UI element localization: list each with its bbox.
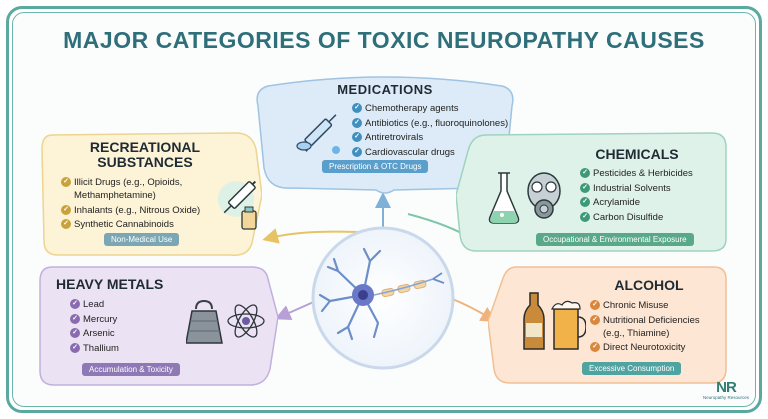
flask-gas-mask-icon [488, 172, 561, 224]
panel-chemicals: CHEMICALS ✓Pesticides & Herbicides ✓Indu… [456, 131, 728, 253]
check-icon: ✓ [590, 342, 600, 352]
alcohol-title: ALCOHOL [614, 277, 684, 293]
check-icon: ✓ [352, 132, 362, 142]
list-item: ✓Illicit Drugs (e.g., Opioids,Methamphet… [61, 176, 200, 202]
list-item: ✓Mercury [70, 313, 119, 326]
list-item: ✓Antiretrovirals [352, 131, 508, 144]
list-item: ✓Antibiotics (e.g., fluoroquinolones) [352, 117, 508, 130]
check-icon: ✓ [352, 117, 362, 128]
outer-frame [6, 6, 762, 413]
panel-recreational: RECREATIONAL SUBSTANCES ✓Illicit Drugs (… [40, 131, 262, 259]
heavy-metals-tag: Accumulation & Toxicity [82, 363, 180, 376]
check-icon: ✓ [352, 146, 362, 157]
check-icon: ✓ [70, 313, 80, 324]
recreational-list: ✓Illicit Drugs (e.g., Opioids,Methamphet… [61, 176, 200, 233]
list-item: ✓Synthetic Cannabinoids [61, 218, 200, 231]
list-item: ✓Thallium [70, 342, 119, 355]
medications-title: MEDICATIONS [337, 82, 433, 97]
panel-heavy-metals: HEAVY METALS ✓Lead ✓Mercury ✓Arsenic ✓Th… [38, 265, 278, 387]
syringe-pills-icon [296, 114, 340, 154]
check-icon: ✓ [61, 177, 71, 187]
check-icon: ✓ [580, 197, 590, 207]
check-icon: ✓ [580, 168, 590, 178]
brand-logo: NR Neuropathy Resources [694, 380, 758, 412]
check-icon: ✓ [61, 204, 71, 215]
list-item: ✓Cardiovascular drugs [352, 146, 508, 159]
recreational-title: RECREATIONAL SUBSTANCES [89, 139, 201, 170]
chemicals-title: CHEMICALS [595, 146, 679, 162]
check-icon: ✓ [580, 182, 590, 193]
check-icon: ✓ [590, 314, 600, 325]
check-icon: ✓ [61, 219, 71, 229]
list-item: ✓Acrylamide [580, 196, 693, 209]
list-item: ✓Inhalants (e.g., Nitrous Oxide) [61, 204, 200, 217]
weight-atom-icon [186, 299, 265, 344]
list-item: ✓Direct Neurotoxicity [590, 341, 715, 354]
check-icon: ✓ [580, 211, 590, 222]
neuron-icon [311, 226, 455, 370]
chemicals-list: ✓Pesticides & Herbicides ✓Industrial Sol… [580, 167, 693, 225]
brand-name: Neuropathy Resources [702, 395, 750, 400]
panel-alcohol: ALCOHOL ✓Chronic Misuse ✓Nutritional Def… [488, 265, 728, 385]
list-item: ✓Chronic Misuse [590, 299, 715, 312]
check-icon: ✓ [70, 342, 80, 353]
list-item: ✓Lead [70, 298, 119, 311]
list-item: ✓Industrial Solvents [580, 182, 693, 195]
bottle-beer-icon [523, 292, 586, 350]
page-title: MAJOR CATEGORIES OF TOXIC NEUROPATHY CAU… [63, 27, 705, 53]
check-icon: ✓ [590, 300, 600, 310]
heavy-metals-title: HEAVY METALS [56, 276, 164, 292]
brand-mark: NR [716, 379, 737, 396]
arrow-recreational [262, 228, 359, 244]
syringe-bottle-icon [218, 180, 257, 230]
medications-list: ✓Chemotherapy agents ✓Antibiotics (e.g.,… [352, 102, 508, 160]
list-item: ✓Pesticides & Herbicides [580, 167, 693, 180]
list-item: ✓Carbon Disulfide [580, 211, 693, 224]
alcohol-list: ✓Chronic Misuse ✓Nutritional Deficiencie… [590, 299, 715, 356]
recreational-tag: Non-Medical Use [104, 233, 180, 246]
check-icon: ✓ [70, 328, 80, 338]
panel-medications: MEDICATIONS ✓Chemotherapy agents ✓Antibi… [254, 72, 516, 194]
chemicals-tag: Occupational & Environmental Exposure [536, 233, 694, 246]
list-item: ✓Nutritional Deficiencies(e.g., Thiamine… [590, 314, 715, 340]
list-item: ✓Arsenic [70, 327, 119, 340]
list-item: ✓Chemotherapy agents [352, 102, 508, 115]
check-icon: ✓ [70, 299, 80, 309]
medications-tag: Prescription & OTC Drugs [322, 160, 429, 173]
heavy-metals-list: ✓Lead ✓Mercury ✓Arsenic ✓Thallium [70, 298, 119, 356]
alcohol-tag: Excessive Consumption [582, 362, 682, 375]
neuron-center [308, 223, 458, 373]
check-icon: ✓ [352, 103, 362, 113]
